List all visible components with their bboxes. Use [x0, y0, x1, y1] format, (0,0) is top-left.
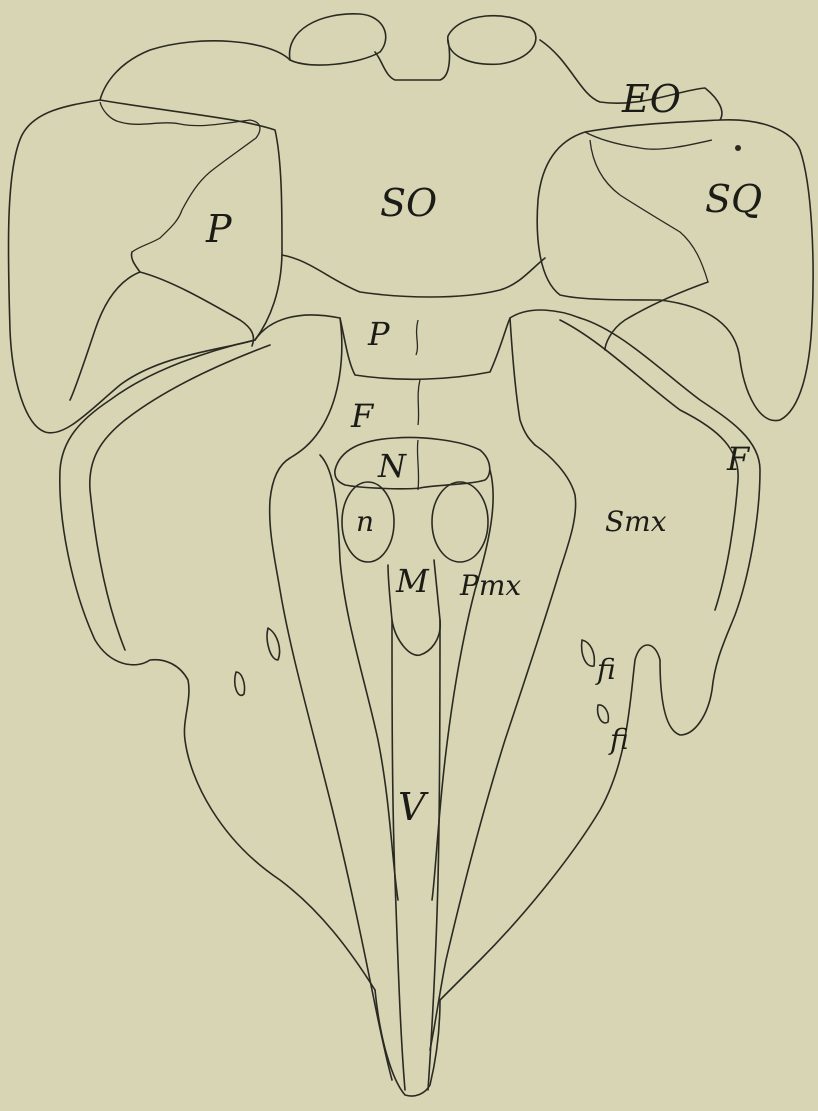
- right-squamosal-suture: [585, 132, 712, 282]
- label-foramen-2: fi: [610, 726, 629, 754]
- dot-mark: [735, 145, 741, 151]
- parietal-midline: [416, 320, 420, 425]
- label-supraoccipital: SO: [380, 184, 437, 222]
- right-lower-block: [605, 282, 708, 350]
- label-mesethmoid: M: [396, 565, 429, 597]
- nasal-bone: [335, 438, 490, 489]
- label-premaxilla: Pmx: [460, 572, 521, 600]
- foramen-left-small: [267, 628, 279, 660]
- nasal-midline: [417, 440, 418, 490]
- nostril-right: [432, 482, 488, 562]
- label-parietal-left: P: [206, 210, 232, 248]
- right-premaxilla: [430, 445, 576, 1050]
- frontal-left-boundary: [290, 318, 342, 458]
- frontal-right-boundary: [510, 318, 535, 445]
- foramen-notch: [375, 40, 450, 80]
- label-nasal: N: [378, 450, 406, 482]
- foramen-left-oval: [235, 672, 245, 695]
- label-frontal-center: F: [351, 400, 373, 432]
- foramen-infraorbital-1: [582, 640, 595, 666]
- left-lower-block: [140, 272, 254, 346]
- supraoccipital-lower-edge: [282, 255, 545, 297]
- foramen-infraorbital-2: [598, 705, 609, 723]
- right-supramaxilla-inner: [560, 320, 738, 610]
- right-cranial-block: [537, 120, 813, 421]
- label-supramaxilla: Smx: [605, 508, 667, 536]
- left-supramaxilla-inner: [90, 345, 270, 650]
- label-foramen-1: fi: [597, 656, 616, 684]
- label-parietal-center: P: [368, 318, 390, 350]
- label-squamosal: SQ: [705, 180, 762, 218]
- vomer: [392, 620, 440, 1090]
- label-exoccipital: EO: [622, 80, 681, 118]
- occipital-condyle-right: [448, 16, 536, 65]
- left-parietal-suture: [100, 102, 260, 252]
- label-frontal-right: F: [727, 443, 749, 475]
- right-premaxilla-inner: [432, 470, 493, 900]
- label-vomer: V: [398, 788, 425, 826]
- left-cranial-block: [8, 100, 282, 433]
- occipital-condyle-left: [290, 14, 386, 65]
- label-nostril: n: [356, 508, 374, 536]
